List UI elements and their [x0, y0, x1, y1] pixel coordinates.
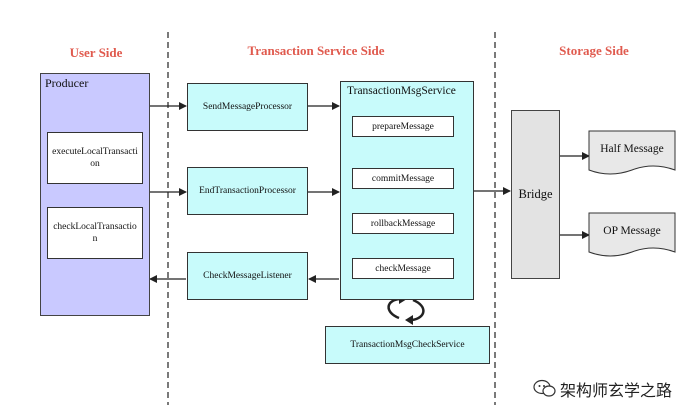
header-transaction-side: Transaction Service Side	[247, 43, 385, 58]
check-local-transaction-label: checkLocalTransaction	[53, 222, 137, 244]
half-message-node: Half Message	[589, 131, 675, 167]
rollback-message-box: rollbackMessage	[352, 213, 454, 234]
check-message-label: checkMessage	[375, 263, 431, 274]
op-message-doc-shape	[588, 212, 676, 257]
watermark-text: 架构师玄学之路	[560, 381, 673, 400]
header-user-side: User Side	[69, 45, 123, 60]
transaction-msg-check-service-box: TransactionMsgCheckService	[325, 326, 490, 364]
transaction-msg-check-service-label: TransactionMsgCheckService	[350, 340, 465, 350]
check-message-listener-box: CheckMessageListener	[187, 252, 308, 300]
check-message-listener-label: CheckMessageListener	[203, 271, 292, 281]
half-message-label: Half Message	[600, 143, 664, 155]
commit-message-label: commitMessage	[371, 173, 435, 184]
op-message-label: OP Message	[603, 225, 661, 237]
half-message-doc-shape	[588, 130, 676, 175]
prepare-message-label: prepareMessage	[372, 121, 434, 132]
check-local-transaction-box: checkLocalTransaction	[47, 207, 143, 259]
send-message-processor-box: SendMessageProcessor	[187, 83, 308, 131]
producer-box: Producer	[40, 73, 150, 316]
producer-title: Producer	[45, 76, 89, 90]
bridge-label: Bridge	[518, 187, 553, 201]
execute-local-transaction-box: executeLocalTransaction	[47, 132, 143, 184]
commit-message-box: commitMessage	[352, 168, 454, 189]
op-message-node: OP Message	[589, 213, 675, 249]
send-message-processor-label: SendMessageProcessor	[202, 102, 293, 112]
bridge-box: Bridge	[511, 110, 560, 279]
header-storage-side: Storage Side	[559, 43, 629, 58]
prepare-message-box: prepareMessage	[352, 116, 454, 137]
check-message-box: checkMessage	[352, 258, 454, 279]
end-transaction-processor-label: EndTransactionProcessor	[199, 186, 296, 196]
end-transaction-processor-box: EndTransactionProcessor	[187, 167, 308, 215]
rollback-message-label: rollbackMessage	[370, 218, 436, 229]
execute-local-transaction-label: executeLocalTransaction	[52, 147, 138, 169]
wechat-icon	[533, 379, 556, 397]
transaction-msg-service-title: TransactionMsgService	[347, 85, 456, 97]
